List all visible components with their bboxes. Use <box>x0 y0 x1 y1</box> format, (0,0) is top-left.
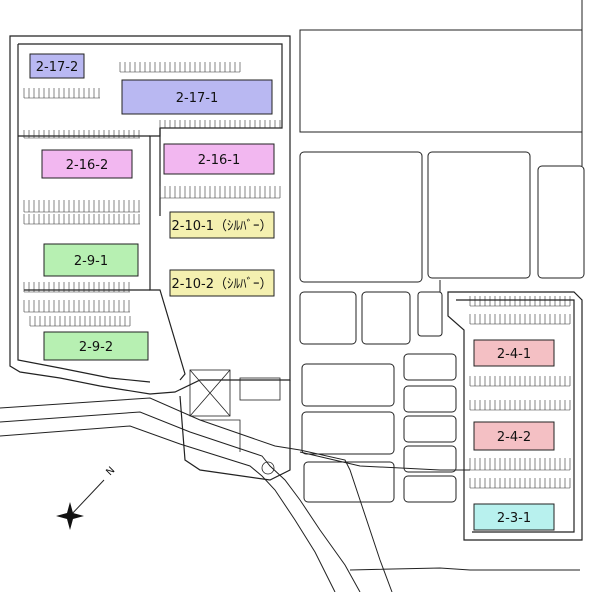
building-footprint <box>473 503 555 531</box>
road-edge-south <box>0 411 361 592</box>
lot-n <box>417 291 443 337</box>
building-label: 2-3-1 <box>497 511 531 526</box>
se-block <box>447 291 583 541</box>
building-footprint <box>29 53 85 79</box>
lot-h <box>303 461 395 503</box>
road-network <box>0 397 580 592</box>
road-edge-north <box>0 397 393 592</box>
building-footprint <box>121 79 273 115</box>
road-edge-east <box>299 451 470 471</box>
building-2-9-2[interactable]: 2-9-2 <box>43 331 149 361</box>
road-south-bottom <box>349 567 580 571</box>
lot-i <box>403 353 457 381</box>
building-label: 2-17-1 <box>176 91 218 106</box>
building-footprint <box>41 149 133 179</box>
lot-d <box>299 291 357 345</box>
plaza <box>189 369 281 475</box>
building-2-4-2[interactable]: 2-4-2 <box>473 421 555 451</box>
lot-k <box>403 415 457 443</box>
lot-c <box>537 165 585 279</box>
lot-f <box>301 363 395 407</box>
lot-b <box>427 151 531 279</box>
building-label: 2-16-1 <box>198 153 240 168</box>
building-label: 2-16-2 <box>66 158 108 173</box>
lot-a <box>299 151 423 283</box>
building-label: 2-4-1 <box>497 347 531 362</box>
compass-north-label: N <box>104 465 117 478</box>
lot-g <box>301 411 395 455</box>
building-label: 2-17-2 <box>36 60 78 75</box>
building-2-17-2[interactable]: 2-17-2 <box>29 53 85 79</box>
buildings: 2-17-2 2-17-1 2-16-2 2-16-1 2-10-1（ｼﾙﾊﾞｰ） 2-1… <box>29 53 555 531</box>
building-footprint <box>473 421 555 451</box>
east-lots <box>299 0 585 503</box>
building-label: 2-10-1（ｼﾙﾊﾞｰ） <box>172 219 273 234</box>
building-footprint <box>163 143 275 175</box>
building-label: 2-10-2（ｼﾙﾊﾞｰ） <box>172 277 273 292</box>
building-2-9-1[interactable]: 2-9-1 <box>43 243 139 277</box>
road-edge-inner <box>0 425 336 592</box>
building-label: 2-9-2 <box>79 340 113 355</box>
building-2-17-1[interactable]: 2-17-1 <box>121 79 273 115</box>
building-2-10-1[interactable]: 2-10-1（ｼﾙﾊﾞｰ） <box>169 211 275 239</box>
building-label: 2-9-1 <box>74 254 108 269</box>
parking-rows <box>23 62 571 489</box>
lot-ne-large <box>299 29 583 133</box>
building-2-3-1[interactable]: 2-3-1 <box>473 503 555 531</box>
building-2-4-1[interactable]: 2-4-1 <box>473 339 555 367</box>
building-label: 2-4-2 <box>497 430 531 445</box>
lot-e <box>361 291 411 345</box>
west-block <box>9 35 291 481</box>
building-footprint <box>169 211 275 239</box>
building-footprint <box>43 243 139 277</box>
building-footprint <box>473 339 555 367</box>
lot-m <box>403 475 457 503</box>
compass-star-icon: N <box>56 465 117 530</box>
building-footprint <box>169 269 275 297</box>
building-footprint <box>43 331 149 361</box>
building-2-16-1[interactable]: 2-16-1 <box>163 143 275 175</box>
lot-l <box>403 445 457 473</box>
lot-j <box>403 385 457 413</box>
building-2-10-2[interactable]: 2-10-2（ｼﾙﾊﾞｰ） <box>169 269 275 297</box>
building-2-16-2[interactable]: 2-16-2 <box>41 149 133 179</box>
